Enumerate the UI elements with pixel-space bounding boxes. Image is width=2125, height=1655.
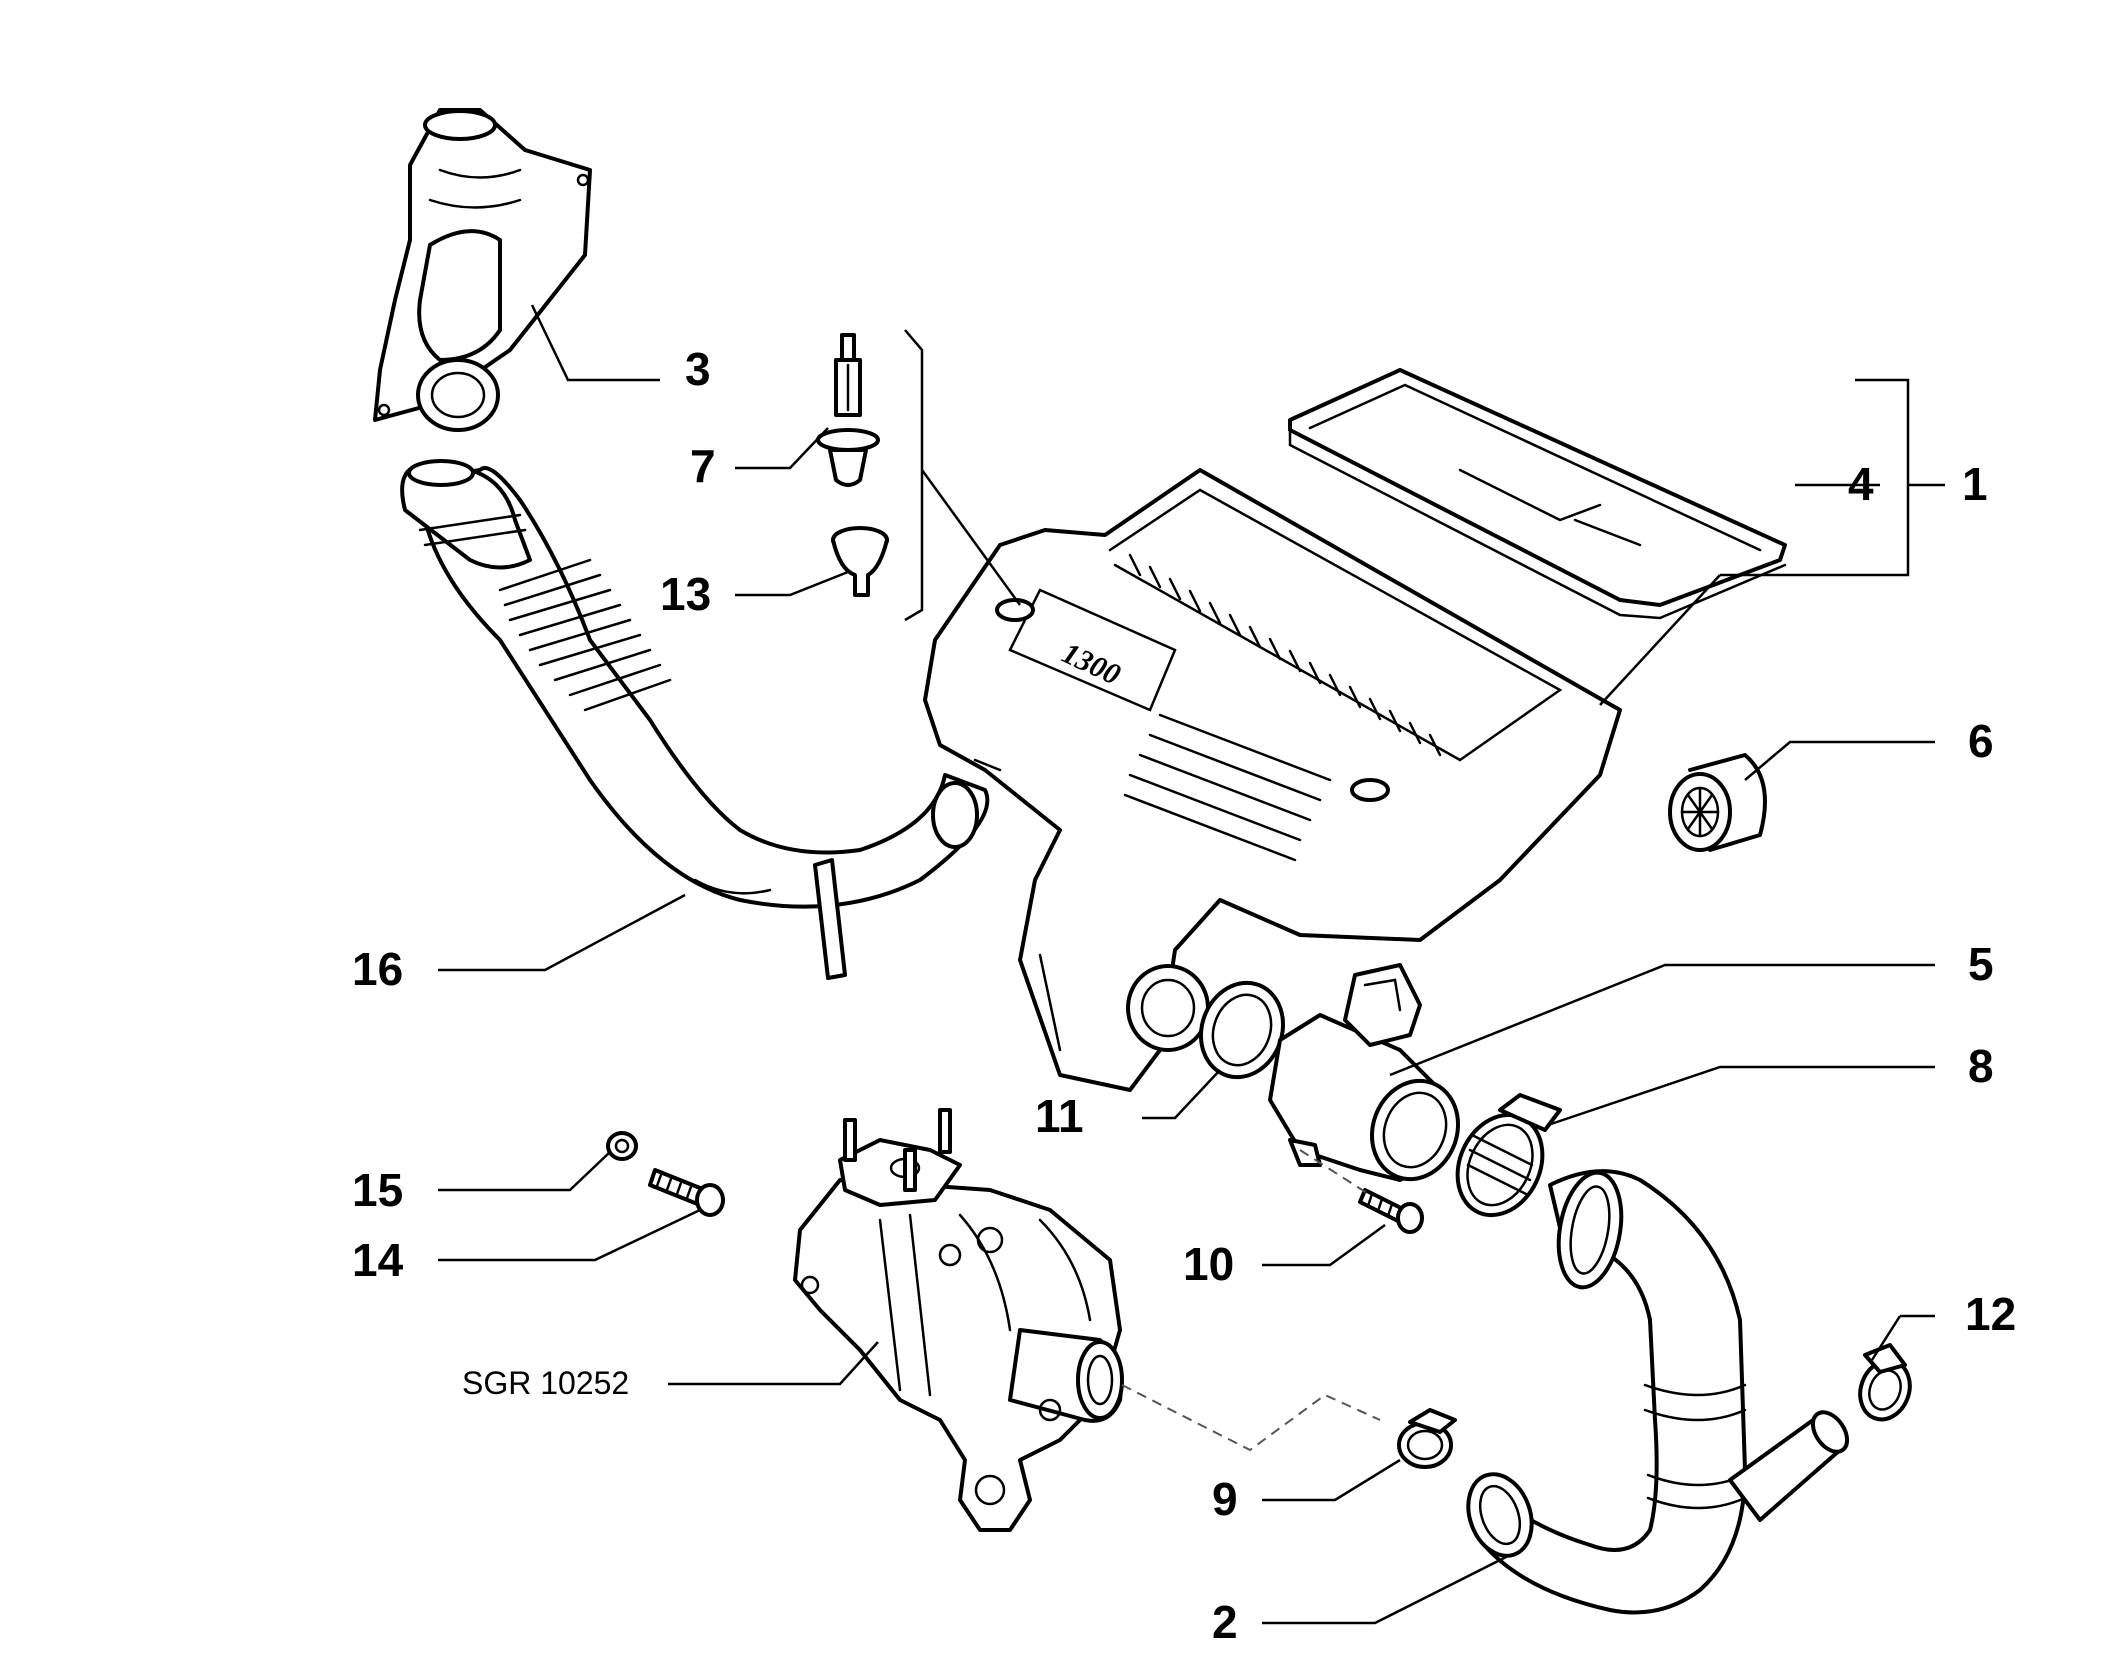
dashed-connection-lines: [1121, 1149, 1381, 1452]
callout-10: 10: [1183, 1238, 1234, 1290]
turbocharger-assembly: [793, 1108, 1124, 1532]
callout-labels: 1 2 3 4 5 6 7 8 9 10 11 12 13 14 15 16 S…: [352, 343, 2016, 1648]
callout-16: 16: [352, 943, 403, 995]
part-3-intake-snorkel: [373, 108, 592, 432]
leader-lines: [438, 304, 1935, 1625]
bracket-1-4: [1720, 378, 1945, 577]
callout-9: 9: [1212, 1473, 1238, 1525]
callout-15: 15: [352, 1164, 403, 1216]
part-9-hose-clip: [1397, 1408, 1457, 1469]
callout-5: 5: [1968, 938, 1994, 990]
callout-3: 3: [685, 343, 711, 395]
callout-4: 4: [1848, 458, 1874, 510]
part-5-air-mass-meter: [1268, 963, 1461, 1182]
callout-1: 1: [1962, 458, 1988, 510]
part-15-washer: [606, 1131, 638, 1161]
callout-6: 6: [1968, 715, 1994, 767]
callout-14: 14: [352, 1234, 404, 1286]
part-6-cylinder-plug: [1668, 753, 1767, 852]
drawing-reference: SGR 10252: [462, 1365, 629, 1401]
part-16-corrugated-hose: [400, 459, 990, 980]
callout-12: 12: [1965, 1288, 2016, 1340]
part-13-grommet: [831, 526, 889, 597]
callout-13: 13: [660, 568, 711, 620]
part-14-bolt: [648, 1168, 725, 1217]
part-8-hose-clamp: [1455, 1093, 1562, 1218]
callout-7: 7: [690, 440, 716, 492]
callout-2: 2: [1212, 1596, 1238, 1648]
part-1-air-box-housing: 1300: [923, 468, 1622, 1092]
part-7-stud-fastener: [816, 333, 880, 487]
callout-8: 8: [1968, 1040, 1994, 1092]
part-10-screw: [1358, 1188, 1424, 1234]
part-12-hose-clip: [1858, 1343, 1912, 1422]
part-2-outlet-hose: [1466, 1169, 1850, 1615]
part-4-air-filter: [1288, 368, 1787, 620]
callout-11: 11: [1035, 1090, 1084, 1142]
bracket-7-13: [904, 329, 1022, 622]
